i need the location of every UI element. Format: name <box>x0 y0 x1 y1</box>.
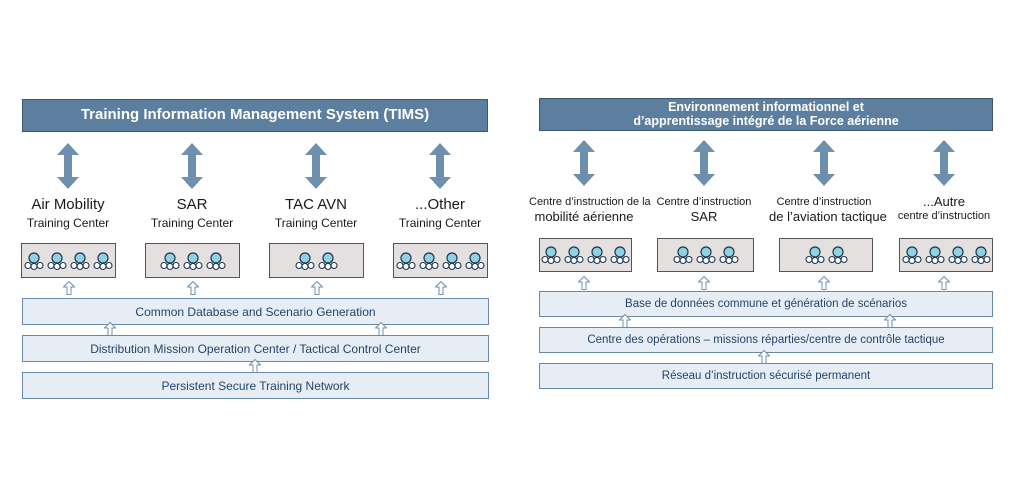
center-title-other: ...Other Training Center <box>385 196 495 230</box>
header-line: Environnement informationnel et <box>668 99 864 114</box>
header-line: d’apprentissage intégré de la Force aéri… <box>633 113 899 128</box>
center-title-tac-avn: TAC AVN Training Center <box>261 196 371 230</box>
workstation-icon <box>396 251 416 270</box>
center-subtitle: de l’aviation tactique <box>769 209 887 224</box>
workstation-icon <box>182 251 203 270</box>
up-arrow-icon <box>938 276 950 290</box>
station-group-sar <box>145 243 240 278</box>
workstation-icon <box>93 251 113 270</box>
center-subtitle: Training Center <box>26 216 110 230</box>
up-arrow-icon <box>884 314 896 328</box>
center-name: ...Autre <box>923 194 965 209</box>
up-arrow-icon <box>375 322 387 336</box>
workstation-icon <box>159 251 180 270</box>
workstation-icon <box>827 246 848 265</box>
up-arrow-icon <box>435 281 447 295</box>
workstation-icon <box>564 246 584 265</box>
center-name: TAC AVN <box>285 196 347 213</box>
workstation-icon <box>47 251 67 270</box>
workstation-icon <box>442 251 462 270</box>
workstation-icon <box>924 246 945 265</box>
tims-header: Training Information Management System (… <box>22 99 488 132</box>
center-name: Centre d’instruction <box>656 196 752 208</box>
center-title-autre: ...Autre centre d’instruction <box>889 194 999 222</box>
center-subtitle: SAR <box>690 209 718 224</box>
workstation-icon <box>587 246 607 265</box>
center-subtitle: Training Center <box>274 216 358 230</box>
station-group-mobilite-aerienne <box>539 238 632 272</box>
workstation-icon <box>295 251 315 270</box>
double-arrow-icon <box>305 143 327 189</box>
up-arrow-icon <box>311 281 323 295</box>
workstation-icon <box>947 246 968 265</box>
center-name: ...Other <box>414 196 466 213</box>
center-title-aviation-tactique: Centre d’instruction de l’aviation tacti… <box>769 196 887 224</box>
center-subtitle: Training Center <box>150 216 234 230</box>
workstation-icon <box>24 251 44 270</box>
center-title-sar: SAR Training Center <box>137 196 247 230</box>
workstation-icon <box>672 246 693 265</box>
up-arrow-icon <box>758 350 770 364</box>
double-arrow-icon <box>57 143 79 189</box>
center-subtitle: centre d’instruction <box>897 210 991 222</box>
double-arrow-icon <box>693 140 715 186</box>
center-name: SAR <box>176 196 208 213</box>
up-arrow-icon <box>698 276 710 290</box>
center-title-sar: Centre d’instruction SAR <box>649 196 759 224</box>
up-arrow-icon <box>104 322 116 336</box>
up-arrow-icon <box>249 359 261 373</box>
station-group-aviation-tactique <box>779 238 873 272</box>
workstation-icon <box>610 246 630 265</box>
workstation-icon <box>465 251 485 270</box>
double-arrow-icon <box>181 143 203 189</box>
center-title-mobilite-aerienne: Centre d’instruction de la mobilité aéri… <box>529 196 651 224</box>
center-subtitle: Training Center <box>398 216 482 230</box>
double-arrow-icon <box>573 140 595 186</box>
double-arrow-icon <box>813 140 835 186</box>
up-arrow-icon <box>619 314 631 328</box>
workstation-icon <box>541 246 561 265</box>
double-arrow-icon <box>933 140 955 186</box>
double-arrow-icon <box>429 143 451 189</box>
layer-base-de-donnees: Base de données commune et génération de… <box>539 291 993 317</box>
workstation-icon <box>695 246 716 265</box>
workstation-icon <box>419 251 439 270</box>
up-arrow-icon <box>818 276 830 290</box>
environnement-header: Environnement informationnel et d’appren… <box>539 98 993 131</box>
up-arrow-icon <box>187 281 199 295</box>
layer-mission-operation-center: Distribution Mission Operation Center / … <box>22 335 489 362</box>
layer-common-database: Common Database and Scenario Generation <box>22 298 489 325</box>
center-name: Air Mobility <box>31 196 105 213</box>
english-diagram: Training Information Management System (… <box>13 99 495 399</box>
center-subtitle: mobilité aérienne <box>534 209 634 224</box>
center-title-air-mobility: Air Mobility Training Center <box>13 196 123 230</box>
station-group-sar <box>657 238 754 272</box>
station-group-other <box>393 243 488 278</box>
workstation-icon <box>970 246 991 265</box>
workstation-icon <box>318 251 338 270</box>
station-group-tac-avn <box>269 243 364 278</box>
up-arrow-icon <box>63 281 75 295</box>
station-group-air-mobility <box>21 243 116 278</box>
layer-secure-training-network: Persistent Secure Training Network <box>22 372 489 399</box>
center-name: Centre d’instruction <box>776 196 872 208</box>
layer-reseau-instruction: Réseau d’instruction sécurisé permanent <box>539 363 993 389</box>
center-name: Centre d’instruction de la <box>529 196 651 208</box>
workstation-icon <box>70 251 90 270</box>
workstation-icon <box>804 246 825 265</box>
french-diagram: Environnement informationnel et d’appren… <box>506 0 1012 500</box>
workstation-icon <box>205 251 226 270</box>
station-group-autre <box>899 238 993 272</box>
layer-centre-des-operations: Centre des opérations – missions réparti… <box>539 327 993 353</box>
workstation-icon <box>901 246 922 265</box>
up-arrow-icon <box>578 276 590 290</box>
workstation-icon <box>718 246 739 265</box>
